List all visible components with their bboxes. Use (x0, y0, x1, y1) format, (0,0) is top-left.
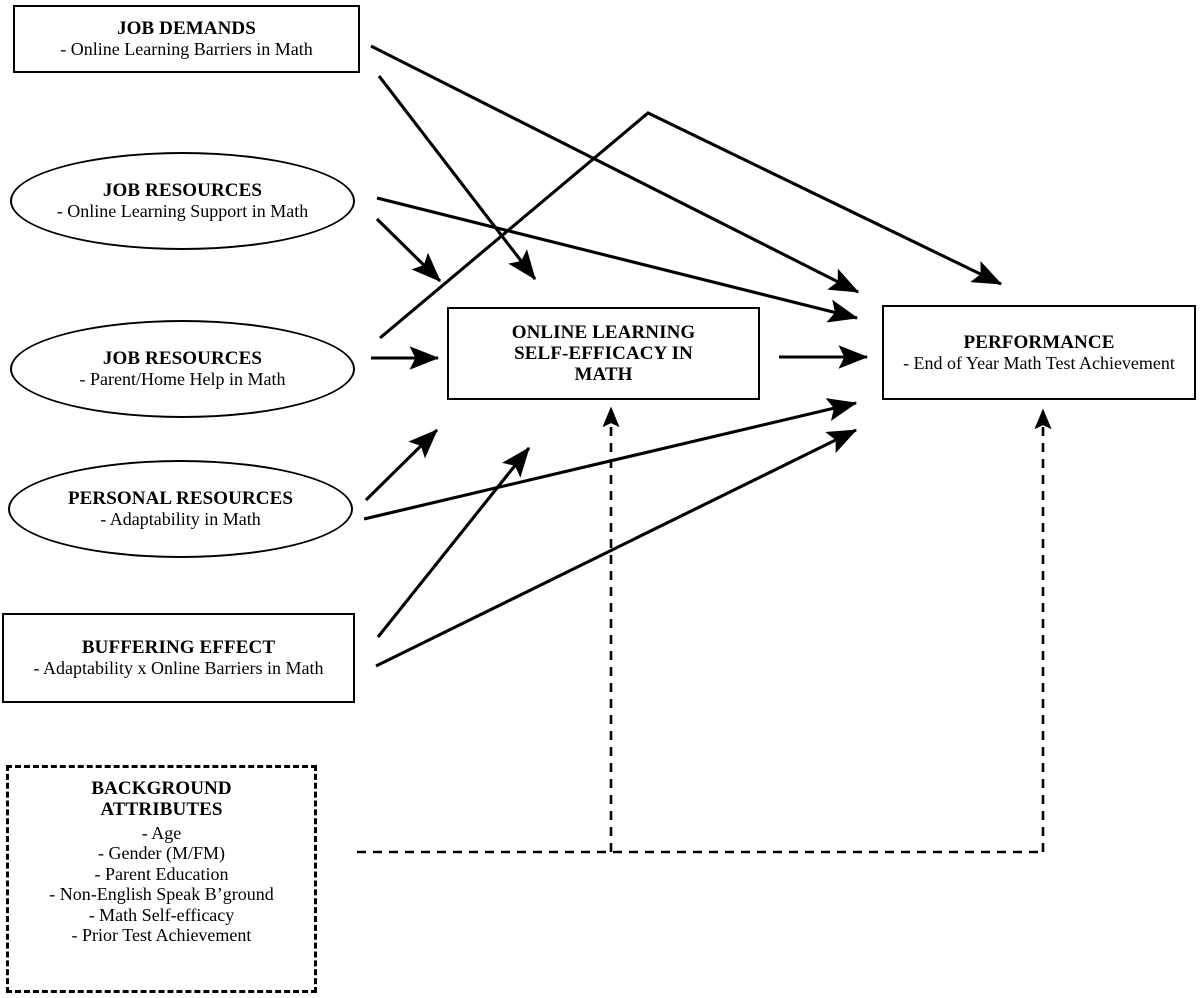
node-online-learning-self-efficacy[interactable]: ONLINE LEARNING SELF-EFFICACY IN MATH (447, 307, 760, 400)
edge-personal-res-to-self-efficacy (364, 428, 439, 502)
node-buffering-effect-title: BUFFERING EFFECT (81, 637, 276, 659)
node-job-resources-parent-title: JOB RESOURCES (102, 348, 263, 370)
list-item: - Parent Education (94, 863, 229, 884)
node-personal-resources-subtitle: - Adaptability in Math (100, 509, 261, 530)
list-item: - Non-English Speak B’ground (49, 884, 274, 905)
node-personal-resources-title: PERSONAL RESOURCES (67, 488, 294, 510)
node-job-demands[interactable]: JOB DEMANDS - Online Learning Barriers i… (13, 5, 360, 73)
node-performance-title: PERFORMANCE (963, 331, 1115, 353)
node-self-efficacy-title-line2: SELF-EFFICACY IN (514, 342, 693, 364)
node-job-demands-subtitle: - Online Learning Barriers in Math (60, 39, 313, 60)
node-performance[interactable]: PERFORMANCE - End of Year Math Test Achi… (882, 305, 1196, 400)
node-job-resources-online-title: JOB RESOURCES (102, 180, 263, 202)
node-self-efficacy-title-line1: ONLINE LEARNING (511, 321, 696, 343)
edge-buffering-to-self-efficacy (376, 447, 531, 638)
edge-job-res-online-to-performance (376, 196, 859, 323)
list-item: - Age (141, 822, 182, 843)
node-job-resources-parent-help[interactable]: JOB RESOURCES - Parent/Home Help in Math (10, 320, 355, 418)
node-performance-subtitle: - End of Year Math Test Achievement (903, 352, 1175, 373)
list-item: - Gender (M/FM) (98, 843, 225, 864)
background-attributes-list: - Age - Gender (M/FM) - Parent Education… (49, 823, 273, 946)
edge-job-demands-to-performance (370, 44, 860, 294)
edge-buffering-to-performance (375, 428, 858, 668)
node-job-demands-title: JOB DEMANDS (117, 18, 256, 40)
node-buffering-effect-subtitle: - Adaptability x Online Barriers in Math (33, 658, 324, 679)
node-job-resources-online-subtitle: - Online Learning Support in Math (56, 201, 309, 222)
node-background-attributes-title-line2: ATTRIBUTES (100, 799, 223, 821)
node-background-attributes[interactable]: BACKGROUND ATTRIBUTES - Age - Gender (M/… (6, 765, 317, 993)
edge-job-res-parent-to-performance (379, 111, 1003, 340)
edge-job-res-online-to-self-efficacy (375, 217, 442, 283)
list-item: - Prior Test Achievement (71, 925, 252, 946)
node-self-efficacy-title-line3: MATH (574, 364, 633, 386)
node-buffering-effect[interactable]: BUFFERING EFFECT - Adaptability x Online… (2, 613, 355, 703)
node-background-attributes-title-line1: BACKGROUND (91, 778, 232, 799)
node-job-resources-parent-subtitle: - Parent/Home Help in Math (79, 369, 286, 390)
node-job-resources-online-support[interactable]: JOB RESOURCES - Online Learning Support … (10, 152, 355, 250)
list-item: - Math Self-efficacy (88, 904, 235, 925)
node-personal-resources[interactable]: PERSONAL RESOURCES - Adaptability in Mat… (8, 460, 353, 558)
edge-job-demands-to-self-efficacy (377, 75, 537, 280)
